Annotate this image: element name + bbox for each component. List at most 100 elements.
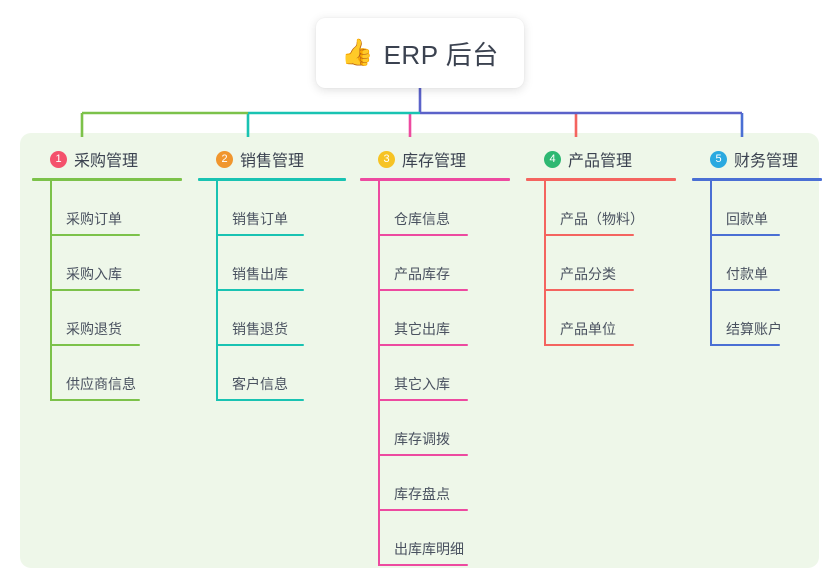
leaf-underline [216,289,304,291]
leaf-label: 结算账户 [726,321,782,337]
branch-header-1[interactable]: 1 采购管理 [32,147,182,171]
leaf-label: 其它入库 [394,376,450,392]
leaf-label: 付款单 [726,266,768,282]
branch-spine-1 [50,181,52,401]
leaf-item[interactable]: 产品（物料） [526,181,676,236]
branch-header-4[interactable]: 4 产品管理 [526,147,676,171]
leaf-item[interactable]: 库存盘点 [360,456,510,511]
leaf-label: 产品（物料） [560,211,644,227]
branch-items-1: 采购订单采购入库采购退货供应商信息 [32,181,182,401]
leaf-label: 采购订单 [66,211,122,227]
leaf-label: 产品库存 [394,266,450,282]
root-node[interactable]: 👍 ERP 后台 [316,18,524,88]
root-title: ERP 后台 [383,39,499,70]
branch-column-2: 2 销售管理销售订单销售出库销售退货客户信息 [198,147,346,401]
leaf-item[interactable]: 其它出库 [360,291,510,346]
leaf-item[interactable]: 仓库信息 [360,181,510,236]
leaf-label: 销售退货 [232,321,288,337]
branch-title-4: 产品管理 [568,153,633,170]
leaf-label: 产品分类 [560,266,616,282]
leaf-item[interactable]: 产品分类 [526,236,676,291]
leaf-item[interactable]: 库存调拨 [360,401,510,456]
branch-title-1: 采购管理 [74,153,139,170]
leaf-underline [216,234,304,236]
leaf-label: 回款单 [726,211,768,227]
branch-header-2[interactable]: 2 销售管理 [198,147,346,171]
branch-header-3[interactable]: 3 库存管理 [360,147,510,171]
leaf-label: 库存盘点 [394,486,450,502]
branch-items-4: 产品（物料） 产品分类产品单位 [526,181,676,346]
leaf-label: 出库库明细 [394,541,464,557]
leaf-underline [544,234,634,236]
leaf-item[interactable]: 出库库明细 [360,511,510,566]
branch-items-2: 销售订单销售出库销售退货客户信息 [198,181,346,401]
leaf-underline [544,344,634,346]
leaf-item[interactable]: 销售出库 [198,236,346,291]
leaf-item[interactable]: 客户信息 [198,346,346,401]
leaf-label: 采购退货 [66,321,122,337]
leaf-underline [378,509,468,511]
leaf-underline [50,289,140,291]
branch-title-3: 库存管理 [402,153,467,170]
leaf-underline [378,454,468,456]
leaf-item[interactable]: 供应商信息 [32,346,182,401]
leaf-item[interactable]: 销售订单 [198,181,346,236]
branch-title-5: 财务管理 [734,153,799,170]
leaf-item[interactable]: 采购入库 [32,236,182,291]
leaf-item[interactable]: 其它入库 [360,346,510,401]
branch-badge-2: 2 [216,150,233,168]
branch-items-3: 仓库信息产品库存其它出库其它入库库存调拨库存盘点出库库明细 [360,181,510,566]
branch-items-5: 回款单付款单结算账户 [692,181,822,346]
leaf-underline [710,289,780,291]
leaf-label: 产品单位 [560,321,616,337]
branch-column-3: 3 库存管理仓库信息产品库存其它出库其它入库库存调拨库存盘点出库库明细 [360,147,510,566]
branch-spine-5 [710,181,712,346]
branch-badge-5: 5 [710,150,727,168]
thumbs-up-icon: 👍 [341,38,374,68]
leaf-item[interactable]: 回款单 [692,181,822,236]
branch-column-4: 4 产品管理产品（物料） 产品分类产品单位 [526,147,676,346]
leaf-underline [50,234,140,236]
leaf-item[interactable]: 产品库存 [360,236,510,291]
leaf-underline [378,344,468,346]
leaf-underline [50,399,140,401]
leaf-underline [216,344,304,346]
branch-underline-3 [360,178,510,181]
leaf-underline [378,289,468,291]
leaf-label: 库存调拨 [394,431,450,447]
leaf-label: 销售出库 [232,266,288,282]
leaf-underline [710,344,780,346]
branches-panel [20,133,819,568]
leaf-item[interactable]: 采购退货 [32,291,182,346]
branch-column-1: 1 采购管理采购订单采购入库采购退货供应商信息 [32,147,182,401]
leaf-underline [378,399,468,401]
branch-badge-1: 1 [50,150,67,168]
leaf-underline [216,399,304,401]
branch-title-2: 销售管理 [240,153,305,170]
leaf-label: 采购入库 [66,266,122,282]
branch-spine-4 [544,181,546,346]
branch-spine-2 [216,181,218,401]
leaf-underline [50,344,140,346]
leaf-label: 其它出库 [394,321,450,337]
branch-spine-3 [378,181,380,566]
leaf-underline [378,564,468,566]
leaf-label: 销售订单 [232,211,288,227]
leaf-label: 客户信息 [232,376,288,392]
branch-header-5[interactable]: 5 财务管理 [692,147,822,171]
leaf-underline [378,234,468,236]
leaf-item[interactable]: 产品单位 [526,291,676,346]
leaf-item[interactable]: 付款单 [692,236,822,291]
leaf-underline [710,234,780,236]
leaf-item[interactable]: 结算账户 [692,291,822,346]
leaf-item[interactable]: 销售退货 [198,291,346,346]
branch-underline-5 [692,178,822,181]
branch-badge-3: 3 [378,150,395,168]
leaf-label: 供应商信息 [66,376,136,392]
leaf-label: 仓库信息 [394,211,450,227]
branch-column-5: 5 财务管理回款单付款单结算账户 [692,147,822,346]
branch-badge-4: 4 [544,150,561,168]
leaf-item[interactable]: 采购订单 [32,181,182,236]
